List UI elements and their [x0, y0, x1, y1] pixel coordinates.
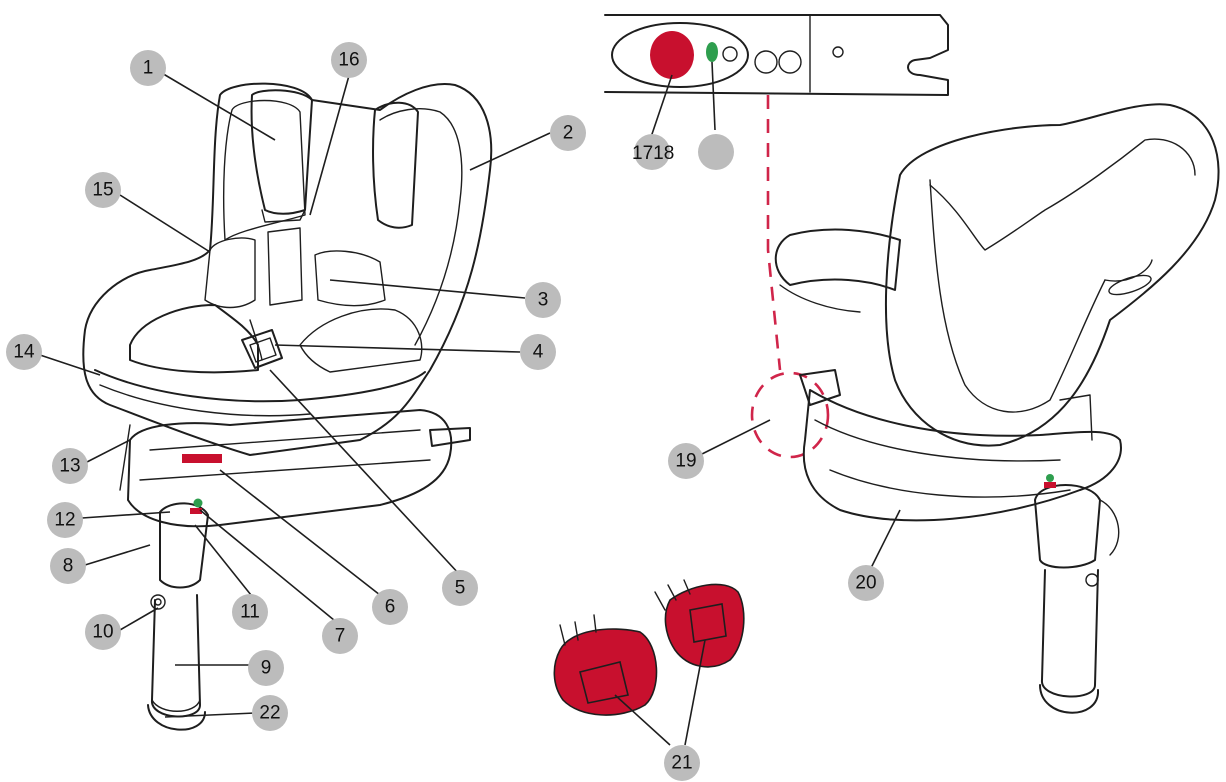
isofix-connector-highlight: [750, 371, 830, 459]
callout-19: 19: [668, 443, 704, 479]
rear-view-seat: [774, 103, 1220, 714]
svg-text:11: 11: [240, 602, 260, 623]
svg-text:8: 8: [63, 556, 74, 577]
callout-6: 6: [372, 589, 408, 625]
svg-text:4: 4: [533, 342, 544, 363]
isofix-guide-left: [553, 628, 658, 716]
isofix-indicator-green: [706, 42, 718, 62]
callout-5: 5: [442, 570, 478, 606]
svg-text:20: 20: [855, 573, 876, 594]
callout-10: 10: [85, 614, 121, 650]
leg-indicator-green: [193, 498, 203, 508]
svg-text:19: 19: [675, 451, 696, 472]
front-view-seat: [82, 82, 493, 731]
svg-text:21: 21: [671, 753, 692, 774]
leg-indicator-red: [190, 508, 202, 514]
callout-9: 9: [248, 650, 284, 686]
callout-16: 16: [331, 42, 367, 78]
svg-text:22: 22: [259, 703, 280, 724]
callout-4: 4: [520, 334, 556, 370]
svg-text:9: 9: [261, 658, 272, 679]
svg-text:16: 16: [338, 50, 359, 71]
recline-handle-highlight: [182, 454, 222, 463]
isofix-arm-detail: [604, 14, 949, 459]
callout-13: 13: [52, 448, 88, 484]
callout-17-18: 1718: [632, 134, 734, 170]
rear-leg-indicator-green: [1046, 474, 1054, 482]
rear-leg-indicator-red: [1044, 482, 1056, 488]
svg-text:7: 7: [335, 626, 346, 647]
leader-lines: [39, 61, 901, 746]
detail-link-dashed: [766, 95, 782, 371]
svg-text:2: 2: [563, 123, 574, 144]
isofix-guide-right: [664, 583, 745, 668]
svg-text:1718: 1718: [632, 143, 674, 164]
callout-12: 12: [47, 502, 83, 538]
callout-11: 11: [232, 594, 268, 630]
svg-text:5: 5: [455, 578, 466, 599]
svg-text:12: 12: [54, 510, 75, 531]
isofix-release-button: [650, 31, 694, 79]
callout-1: 1: [130, 50, 166, 86]
svg-text:3: 3: [538, 290, 549, 311]
isofix-guides: [553, 579, 745, 716]
callout-14: 14: [6, 334, 42, 370]
svg-text:13: 13: [59, 456, 80, 477]
callout-21: 21: [664, 745, 700, 781]
svg-text:14: 14: [13, 342, 35, 363]
svg-text:6: 6: [385, 597, 396, 618]
callout-7: 7: [322, 618, 358, 654]
callout-3: 3: [525, 282, 561, 318]
svg-text:10: 10: [92, 622, 113, 643]
callout-15: 15: [85, 172, 121, 208]
callout-20: 20: [848, 565, 884, 601]
svg-text:1: 1: [143, 58, 154, 79]
callout-2: 2: [550, 115, 586, 151]
callout-8: 8: [50, 548, 86, 584]
svg-text:15: 15: [92, 180, 113, 201]
callout-22: 22: [252, 695, 288, 731]
